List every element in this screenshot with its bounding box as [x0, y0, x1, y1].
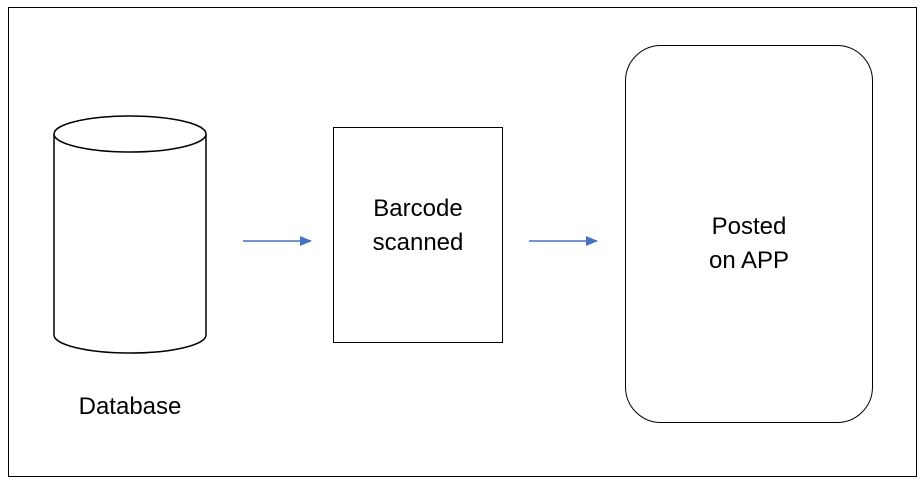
- database-cylinder: [53, 115, 207, 354]
- posted-on-app-label: Posted on APP: [626, 210, 872, 278]
- database-label: Database: [78, 393, 182, 420]
- barcode-scanned-box: Barcode scanned: [333, 127, 503, 343]
- posted-on-app-line-1: Posted: [711, 213, 787, 240]
- posted-on-app-box: Posted on APP: [625, 45, 873, 423]
- posted-on-app-line-2: on APP: [708, 247, 790, 274]
- barcode-scanned-line-1: Barcode: [373, 195, 463, 222]
- barcode-scanned-line-2: scanned: [372, 229, 464, 256]
- barcode-scanned-label: Barcode scanned: [334, 192, 502, 260]
- diagram-frame: [8, 7, 917, 477]
